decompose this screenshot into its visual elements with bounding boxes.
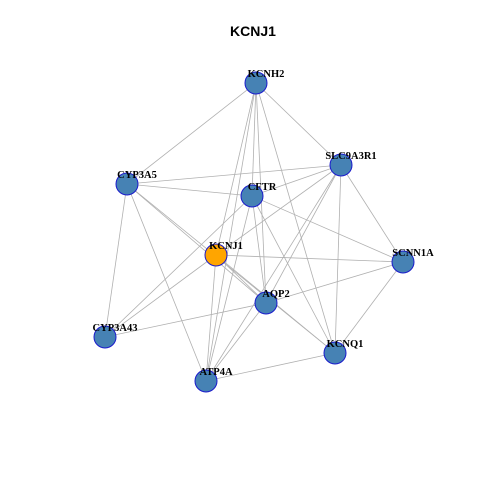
node-circle-atp4a — [194, 369, 218, 393]
edge-cftr-scnn1a — [251, 195, 404, 263]
edge-kcnh2-kcnq1 — [255, 82, 336, 354]
node-label-cyp3a43: CYP3A43 — [93, 323, 138, 334]
edge-slc9a3r1-aqp2 — [265, 164, 342, 304]
edge-kcnj1-scnn1a — [215, 254, 404, 263]
node-aqp2: AQP2 — [254, 289, 290, 315]
edge-cftr-kcnq1 — [251, 195, 336, 354]
edge-cftr-atp4a — [205, 195, 253, 382]
edges-layer — [104, 82, 404, 382]
edge-cftr-aqp2 — [251, 195, 267, 304]
node-label-kcnj1: KCNJ1 — [209, 241, 243, 252]
node-circle-scnn1a — [391, 250, 415, 274]
node-label-atp4a: ATP4A — [199, 367, 232, 378]
node-scnn1a: SCNN1A — [391, 248, 434, 274]
edge-kcnh2-kcnj1 — [215, 82, 257, 256]
node-circle-kcnq1 — [323, 341, 347, 365]
edge-kcnh2-cftr — [251, 82, 257, 197]
node-circle-aqp2 — [254, 291, 278, 315]
node-circle-kcnj1 — [204, 243, 228, 267]
edge-slc9a3r1-cyp3a5 — [126, 164, 342, 185]
node-cyp3a5: CYP3A5 — [115, 170, 157, 196]
edge-slc9a3r1-cftr — [251, 164, 342, 197]
node-cftr: CFTR — [240, 182, 277, 208]
edge-slc9a3r1-scnn1a — [340, 164, 404, 263]
edge-cftr-cyp3a43 — [104, 195, 253, 338]
node-label-cyp3a5: CYP3A5 — [117, 170, 157, 181]
edge-kcnj1-aqp2 — [215, 254, 267, 304]
edge-slc9a3r1-kcnj1 — [215, 164, 342, 256]
node-cyp3a43: CYP3A43 — [93, 323, 138, 349]
edge-aqp2-atp4a — [205, 302, 267, 382]
edge-kcnq1-atp4a — [205, 352, 336, 382]
node-label-kcnh2: KCNH2 — [248, 69, 285, 80]
edge-cyp3a5-cyp3a43 — [104, 183, 128, 338]
edge-scnn1a-kcnq1 — [334, 261, 404, 354]
node-kcnq1: KCNQ1 — [323, 339, 364, 365]
graph-title: KCNJ1 — [230, 23, 276, 39]
edge-kcnj1-atp4a — [205, 254, 217, 382]
edge-kcnh2-slc9a3r1 — [255, 82, 342, 166]
node-circle-cyp3a43 — [93, 325, 117, 349]
node-kcnj1: KCNJ1 — [204, 241, 243, 267]
node-circle-cyp3a5 — [115, 172, 139, 196]
node-label-kcnq1: KCNQ1 — [327, 339, 364, 350]
node-label-slc9a3r1: SLC9A3R1 — [325, 151, 376, 162]
edge-cyp3a5-cftr — [126, 183, 253, 197]
node-circle-kcnh2 — [244, 71, 268, 95]
edge-kcnj1-cyp3a43 — [104, 254, 217, 338]
node-kcnh2: KCNH2 — [244, 69, 285, 95]
edge-slc9a3r1-kcnq1 — [334, 164, 342, 354]
edge-cyp3a5-atp4a — [126, 183, 207, 382]
edge-scnn1a-aqp2 — [265, 261, 404, 304]
edge-kcnh2-atp4a — [205, 82, 257, 382]
edge-cyp3a5-aqp2 — [126, 183, 267, 304]
node-label-scnn1a: SCNN1A — [392, 248, 434, 259]
edge-aqp2-cyp3a43 — [104, 302, 267, 338]
node-label-cftr: CFTR — [248, 182, 277, 193]
node-circle-cftr — [240, 184, 264, 208]
edge-kcnh2-cyp3a5 — [126, 82, 257, 185]
node-slc9a3r1: SLC9A3R1 — [325, 151, 377, 177]
edge-slc9a3r1-atp4a — [205, 164, 342, 382]
node-circle-slc9a3r1 — [329, 153, 353, 177]
node-label-aqp2: AQP2 — [262, 289, 289, 300]
node-atp4a: ATP4A — [194, 367, 233, 393]
